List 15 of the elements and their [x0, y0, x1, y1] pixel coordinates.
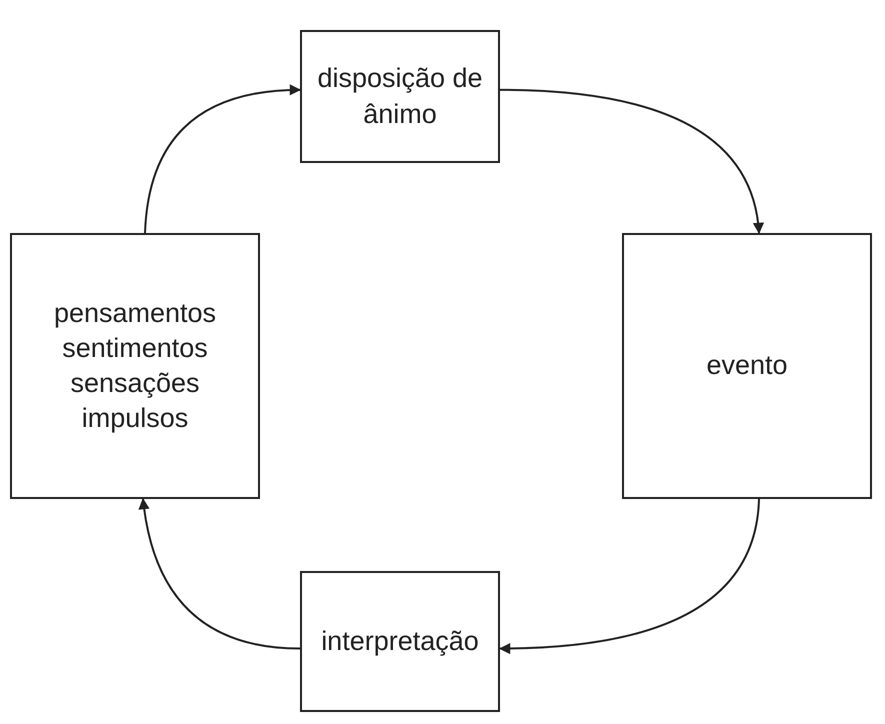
curved-arrow — [499, 498, 760, 654]
box-label: interpretação — [321, 624, 479, 658]
box-label: sentimentos — [62, 332, 208, 365]
curved-arrow — [138, 498, 300, 650]
box-label: sensações — [70, 367, 200, 400]
curved-arrow — [144, 84, 301, 234]
box-label: evento — [706, 349, 788, 382]
box-label: pensamentos — [54, 296, 216, 330]
process-box — [300, 30, 500, 163]
process-box — [300, 571, 500, 712]
process-box — [622, 233, 872, 499]
box-label: disposição de ânimo — [316, 62, 484, 130]
process-box — [10, 233, 260, 499]
box-label: impulsos — [82, 402, 188, 436]
curved-arrow — [500, 88, 764, 234]
